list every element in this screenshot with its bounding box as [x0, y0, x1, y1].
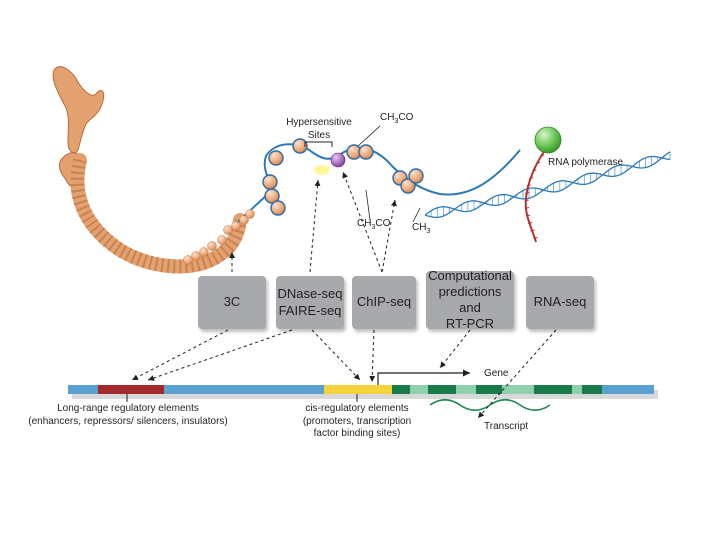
rna-base [528, 177, 534, 179]
transcript-wave [429, 398, 551, 412]
cis-regulatory-elements-label: cis-regulatory elements (promoters, tran… [302, 403, 412, 439]
rna-base [532, 169, 537, 172]
rna-base [526, 184, 531, 187]
method-chip-seq-box: ChIP-seq [352, 276, 416, 329]
chromatin-fiber [70, 153, 247, 274]
method-3c-box: 3C [198, 276, 266, 329]
fiber-coil [70, 153, 247, 274]
rna-polymerase-label: RNA polymerase [548, 157, 624, 168]
helix-strand [424, 155, 671, 219]
hypersensitive-bracket [304, 141, 333, 147]
rna-base [535, 162, 541, 164]
long-range-element [98, 385, 164, 394]
exon [428, 385, 456, 394]
rna-base [524, 192, 530, 194]
chromatin-bead [207, 241, 217, 251]
cis-regulatory-element [324, 385, 392, 394]
rna-polymerase-icon [534, 126, 562, 154]
arrow-dnase-to-longrange [147, 329, 293, 381]
hypersensitive-highlight [314, 165, 330, 175]
chromatin-bead [223, 225, 233, 235]
rna-bases [524, 154, 545, 239]
chromatin-bead [239, 215, 249, 225]
methyl-label: CH3 [412, 222, 431, 235]
nucleosome [262, 174, 278, 190]
arrow-dnase-to-cis [311, 329, 361, 381]
genome-bar-shadow [72, 390, 658, 399]
chromatin-bead [231, 221, 241, 231]
dna-double-helix [424, 151, 671, 219]
chromatin-bead [245, 209, 255, 219]
transcript-label: Transcript [484, 421, 529, 432]
method-dnase-faire-box: DNase-seq FAIRE-seq [276, 276, 344, 329]
rna-base [539, 154, 545, 157]
acetyl-top-pointer [357, 125, 381, 147]
methyl-pointer [412, 207, 421, 223]
exon [392, 385, 410, 394]
fiber-coil-texture [70, 158, 247, 274]
chromatin-bead [191, 251, 201, 261]
rna-base [530, 229, 535, 232]
chromatin-bead [199, 247, 209, 257]
acetyl-label-top: CH3CO [380, 112, 414, 125]
method-computational-box: Computational predictions and RT-PCR [426, 268, 514, 331]
chromosome-arm-upper [52, 66, 105, 154]
exon [534, 385, 572, 394]
arrow-chip-to-cis [369, 329, 376, 383]
nucleosome [358, 144, 374, 160]
chromatin-bead [217, 235, 227, 245]
long-range-elements-label: Long-range regulatory elements (enhancer… [28, 403, 228, 427]
acetyl-label-mid: CH3CO [357, 218, 391, 231]
transcription-start-arrow [377, 369, 470, 385]
acetyl-mid-pointer [365, 189, 371, 221]
method-rna-seq-box: RNA-seq [526, 276, 594, 329]
nucleosome [400, 178, 416, 194]
rna-base [524, 207, 530, 209]
hypersensitive-sites-label: Hypersensitive Sites [286, 117, 352, 141]
nucleosome [270, 200, 286, 216]
helix-strand [424, 151, 671, 216]
arrow-3c-to-longrange [131, 329, 229, 381]
arrow-rnaseq-to-transcript [477, 329, 557, 419]
arrow-comp-to-gene [439, 329, 471, 369]
method-arrows [131, 171, 557, 419]
exon [582, 385, 602, 394]
arrow-chip-to-histone [381, 199, 397, 273]
rna-base [525, 214, 531, 217]
rna-base [524, 199, 529, 202]
nucleosome [292, 138, 308, 154]
transcription-factor [330, 152, 346, 168]
gene-label: Gene [484, 368, 509, 379]
genome-bar [68, 385, 658, 402]
nucleosome [408, 168, 424, 184]
exon [476, 385, 502, 394]
nucleosome [268, 150, 284, 166]
chromatin-bead [183, 255, 193, 265]
rna-base [527, 222, 533, 224]
arrow-dnase-to-hypersensitive [309, 179, 321, 273]
rna-base [533, 237, 538, 239]
